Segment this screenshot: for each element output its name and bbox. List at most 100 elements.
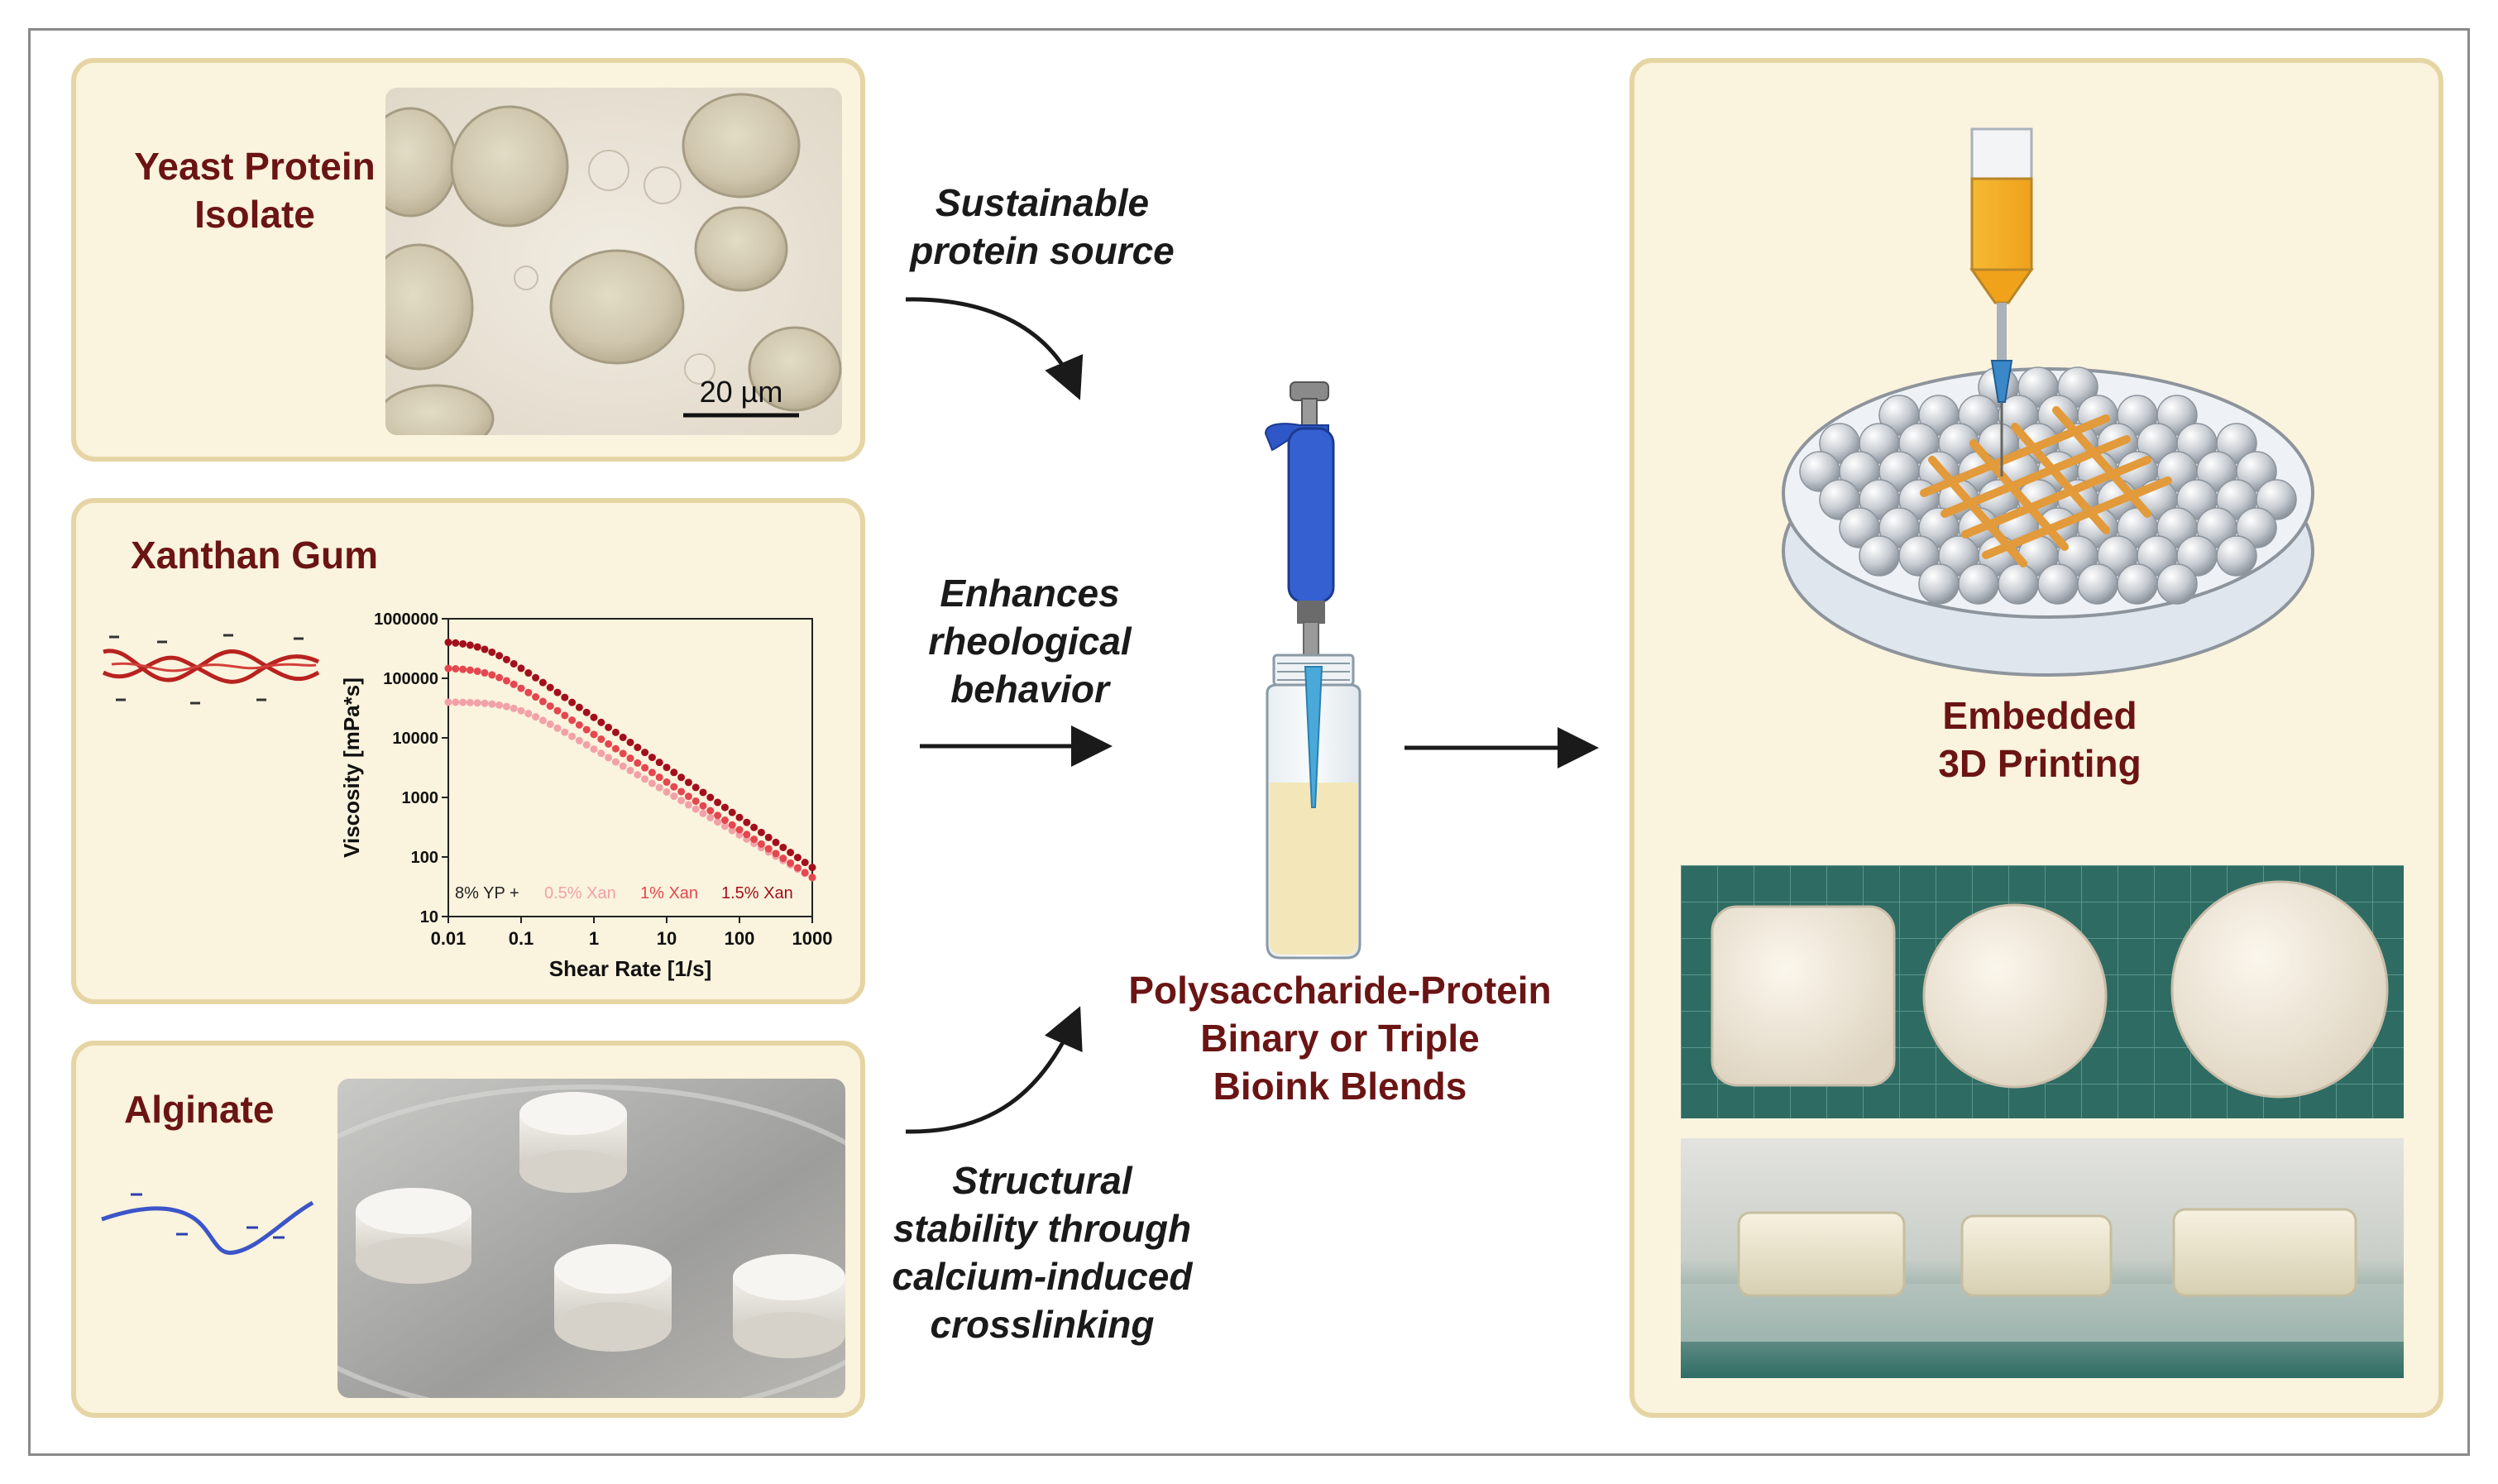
data-point-1 — [510, 704, 518, 712]
data-point-3 — [481, 645, 489, 653]
plot-frame — [447, 618, 813, 917]
data-point-3 — [699, 788, 707, 797]
y-tick-label: 1000000 — [374, 610, 438, 629]
arrow-right-middle — [920, 725, 1113, 767]
data-point-2 — [495, 673, 504, 682]
x-tick-label: 1000 — [792, 928, 833, 949]
printing-title-line2: 3D Printing — [1938, 742, 2141, 785]
data-point-3 — [568, 698, 577, 706]
data-point-1 — [473, 699, 481, 707]
data-point-2 — [568, 716, 577, 725]
data-point-1 — [575, 736, 583, 744]
data-point-1 — [684, 801, 692, 809]
scale-bar-label: 20 µm — [700, 375, 783, 409]
x-tick-label: 1 — [589, 928, 599, 949]
data-point-3 — [757, 828, 765, 836]
legend-prefix: 8% YP + — [455, 884, 519, 902]
data-point-2 — [714, 811, 722, 820]
yeast-protein-panel: Yeast Protein Isolate — [71, 58, 865, 462]
data-point-2 — [481, 668, 489, 677]
vial-icon — [1266, 653, 1361, 960]
caption-sustainable-line2: protein source — [910, 229, 1175, 272]
data-point-3 — [663, 764, 671, 772]
data-point-1 — [502, 702, 510, 711]
bioink-line3: Bioink Blends — [1213, 1065, 1467, 1108]
data-point-2 — [488, 671, 496, 679]
data-point-3 — [597, 718, 605, 726]
data-point-2 — [720, 816, 729, 825]
caption-sustainable-line1: Sustainable — [935, 181, 1150, 224]
data-point-1 — [619, 762, 627, 770]
yeast-protein-title: Yeast Protein Isolate — [106, 142, 404, 238]
caption-structural: Structural stability through calcium-ind… — [873, 1156, 1212, 1348]
data-point-2 — [764, 845, 773, 853]
data-point-3 — [466, 641, 474, 649]
data-point-2 — [757, 840, 765, 848]
data-point-3 — [524, 669, 533, 677]
hydrogel-bead — [2216, 423, 2257, 464]
hydrogel-bead — [2236, 507, 2277, 548]
caption-structural-line2: stability through — [892, 1207, 1192, 1250]
data-point-2 — [677, 787, 686, 796]
data-point-3 — [779, 843, 787, 851]
data-point-2 — [575, 720, 583, 729]
data-point-3 — [590, 713, 598, 721]
printed-constructs-top-photo — [1681, 865, 2404, 1118]
data-point-1 — [481, 699, 489, 707]
data-point-3 — [459, 639, 467, 648]
data-point-2 — [611, 744, 620, 753]
data-point-3 — [764, 833, 773, 841]
data-point-2 — [793, 864, 802, 872]
alginate-title: Alginate — [124, 1088, 275, 1131]
data-point-2 — [473, 667, 481, 675]
data-point-3 — [495, 652, 504, 660]
y-tick-label: 100000 — [383, 670, 438, 688]
data-point-3 — [546, 683, 554, 692]
data-point-3 — [553, 688, 562, 697]
data-point-2 — [538, 697, 547, 706]
data-point-2 — [619, 749, 627, 758]
x-tick-label: 0.1 — [509, 928, 534, 949]
data-point-3 — [444, 639, 452, 647]
legend-entry-1: 0.5% Xan — [544, 884, 616, 902]
caption-structural-line4: crosslinking — [930, 1303, 1155, 1346]
hydrogel-bead — [2077, 563, 2118, 605]
data-point-1 — [538, 716, 547, 725]
printing-title: Embedded 3D Printing — [1833, 692, 2247, 787]
data-point-2 — [735, 826, 744, 834]
caption-enhances-line3: behavior — [950, 668, 1109, 711]
data-point-2 — [466, 666, 474, 674]
x-tick-label: 0.01 — [431, 928, 467, 949]
data-point-1 — [634, 771, 642, 779]
x-axis-label: Shear Rate [1/s] — [549, 956, 712, 981]
data-point-3 — [728, 808, 736, 816]
data-point-2 — [663, 778, 671, 786]
data-point-2 — [510, 680, 518, 688]
data-point-3 — [582, 708, 591, 716]
data-point-3 — [808, 864, 816, 872]
data-point-2 — [706, 807, 715, 815]
hydrogel-bead — [1918, 563, 1960, 605]
data-point-2 — [779, 854, 787, 863]
data-point-2 — [655, 773, 663, 782]
printed-constructs-side-photo — [1681, 1138, 2404, 1378]
arrow-curved-up — [905, 1006, 1083, 1134]
data-point-2 — [553, 706, 562, 715]
data-point-1 — [641, 775, 649, 783]
y-tick-label: 100 — [411, 849, 438, 867]
legend-entry-2: 1% Xan — [640, 884, 698, 902]
data-point-3 — [502, 655, 510, 663]
data-point-1 — [714, 818, 722, 826]
data-point-3 — [670, 768, 678, 777]
data-point-3 — [793, 854, 802, 862]
data-point-2 — [743, 831, 751, 839]
data-point-3 — [743, 818, 751, 826]
hydrogel-bead — [1859, 535, 1900, 577]
xanthan-molecule-icon — [102, 634, 320, 705]
alginate-disks — [356, 1092, 845, 1358]
data-point-2 — [597, 735, 605, 744]
data-point-2 — [670, 783, 678, 791]
data-point-2 — [648, 768, 656, 777]
data-point-2 — [728, 821, 736, 829]
